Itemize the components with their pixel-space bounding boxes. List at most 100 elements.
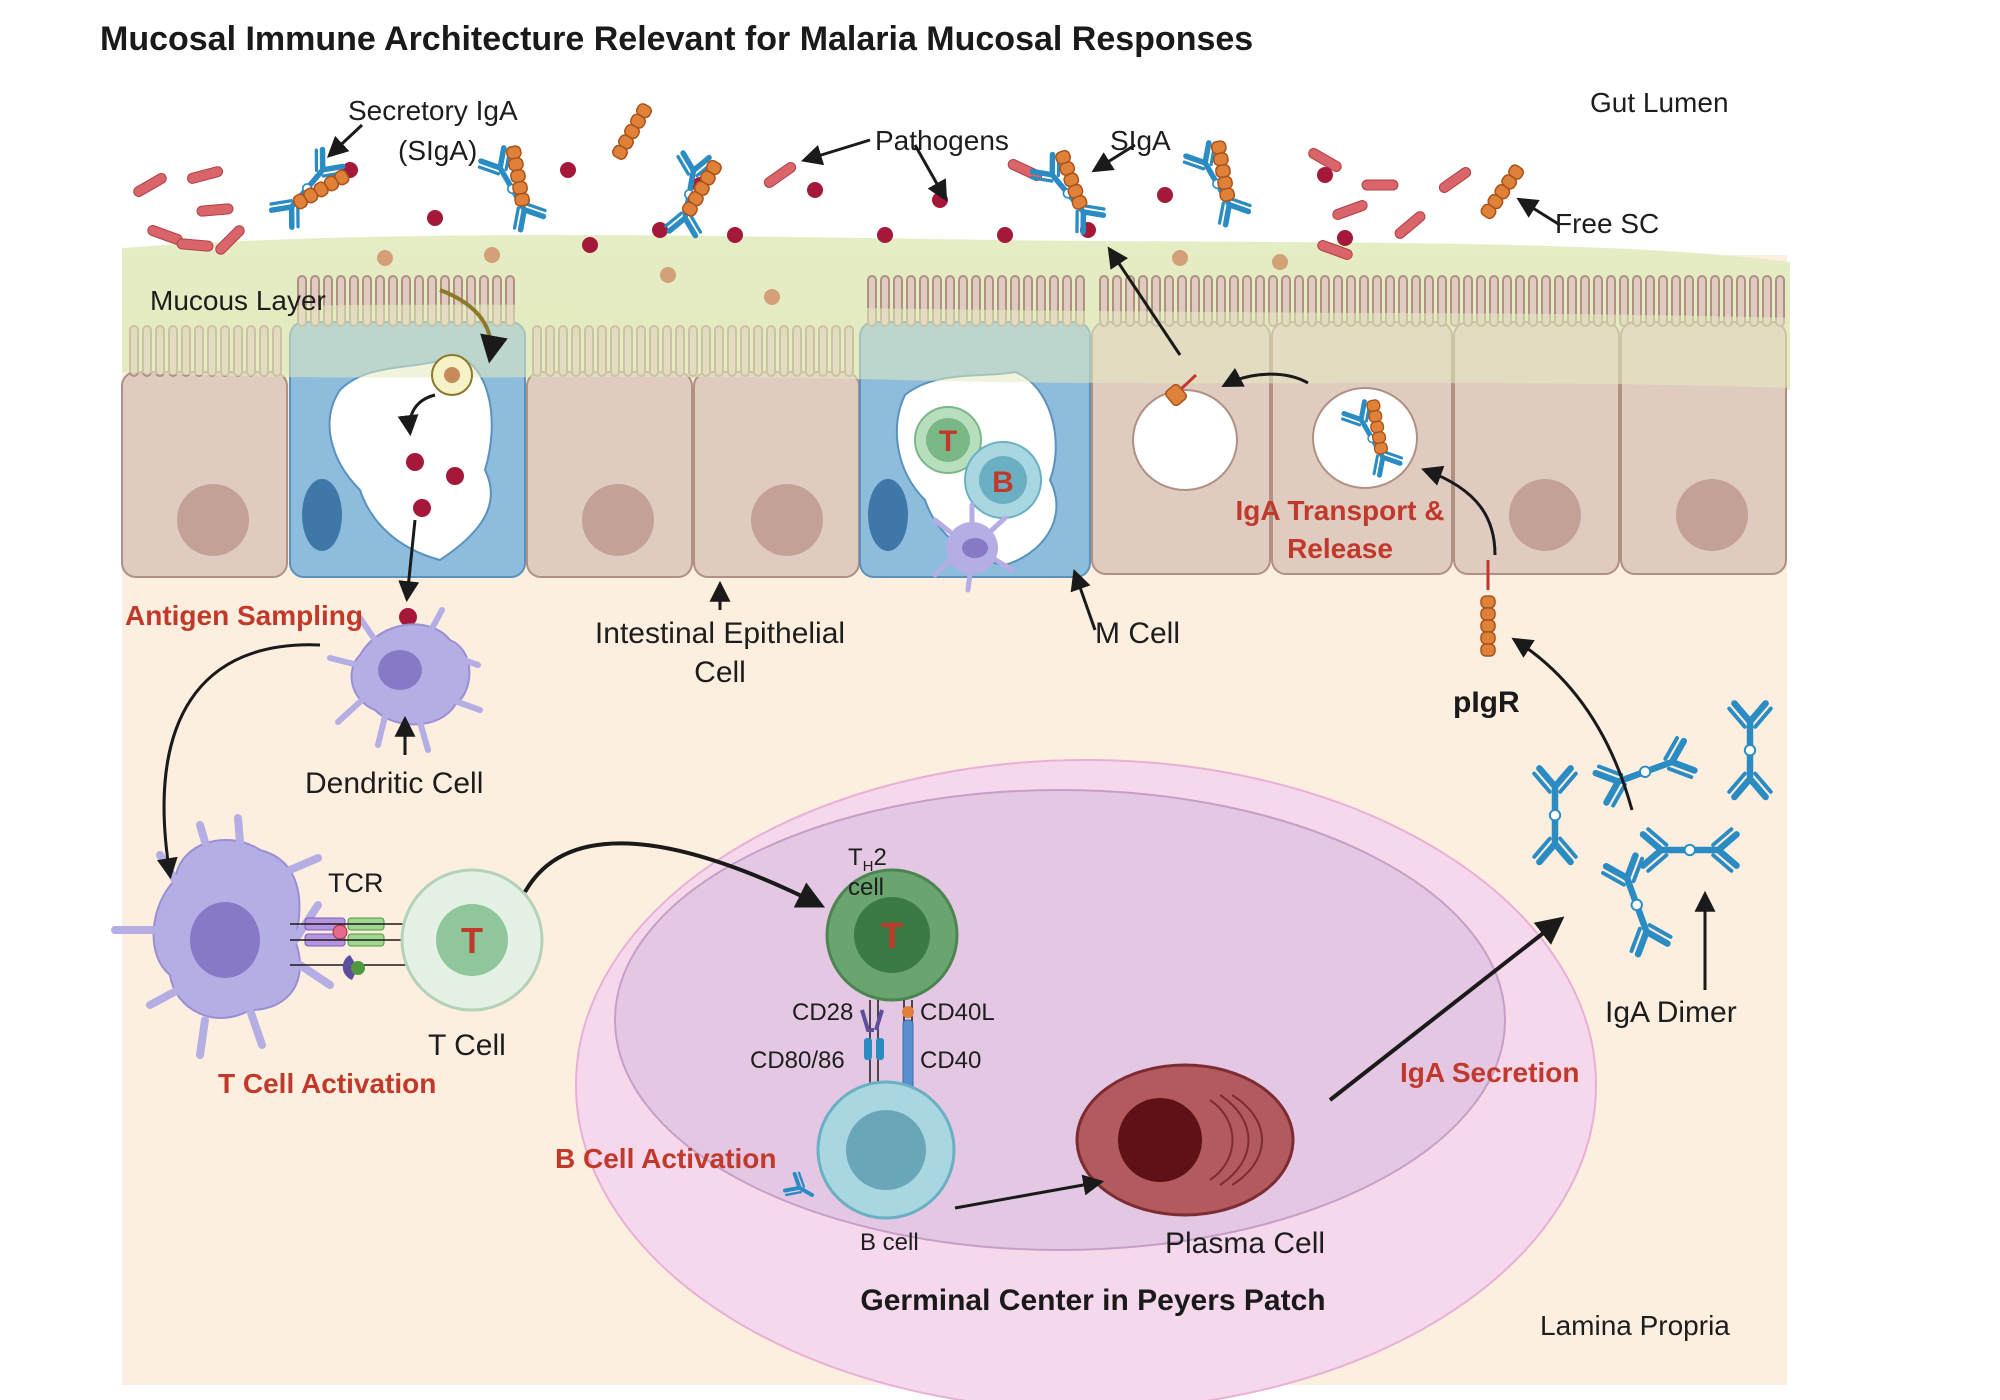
mucus-particle bbox=[660, 267, 676, 283]
siga-molecule bbox=[268, 147, 354, 237]
pathogen-dot bbox=[1317, 167, 1333, 183]
svg-text:T: T bbox=[461, 920, 483, 961]
pigr-fragment bbox=[1164, 383, 1188, 407]
gut-lumen-label: Gut Lumen bbox=[1590, 87, 1729, 118]
pathogen-rod bbox=[133, 173, 167, 197]
b-cell-label: B cell bbox=[860, 1229, 919, 1256]
pigr-receptor bbox=[1480, 560, 1496, 657]
m-cell-label: M Cell bbox=[1095, 617, 1180, 650]
t-cell: T bbox=[400, 868, 544, 1012]
mucus-particle bbox=[1272, 254, 1288, 270]
pathogen-dot bbox=[877, 227, 893, 243]
th2-cell-label: cell bbox=[848, 874, 884, 901]
pathogens-group bbox=[133, 148, 1472, 305]
tcr-label: TCR bbox=[328, 868, 384, 898]
page-title: Mucosal Immune Architecture Relevant for… bbox=[100, 20, 1253, 58]
pathogen-rod bbox=[1438, 167, 1472, 193]
mucous-layer-label: Mucous Layer bbox=[150, 285, 326, 316]
pathogen-dot bbox=[807, 182, 823, 198]
germinal-center-label: Germinal Center in Peyers Patch bbox=[860, 1284, 1325, 1317]
antigen-dot bbox=[413, 499, 431, 517]
pathogen-dot bbox=[652, 222, 668, 238]
t-cell-activation-label: T Cell Activation bbox=[218, 1068, 436, 1099]
pathogen-dot bbox=[560, 162, 576, 178]
pigr-stub bbox=[1178, 373, 1198, 392]
pathogen-rod bbox=[1332, 200, 1368, 220]
iga-transport-label-line2: Release bbox=[1287, 533, 1393, 564]
iec-label-line2: Cell bbox=[694, 656, 746, 689]
lamina-propria-label: Lamina Propria bbox=[1540, 1310, 1730, 1341]
siga-molecule bbox=[477, 140, 556, 231]
nucleus bbox=[177, 484, 249, 556]
cd40-label: CD40 bbox=[920, 1047, 981, 1074]
svg-text:B: B bbox=[992, 466, 1014, 499]
mucus-particle bbox=[484, 247, 500, 263]
pathogen-dot bbox=[727, 227, 743, 243]
m-cell-nucleus-left bbox=[302, 479, 342, 551]
pathogen-rod bbox=[1394, 211, 1426, 239]
iga-secretion-label: IgA Secretion bbox=[1400, 1057, 1579, 1088]
nucleus bbox=[751, 484, 823, 556]
pathogen-rod bbox=[1308, 148, 1342, 172]
mucous-layer-overlay bbox=[122, 304, 1790, 388]
tcr-mhc-complex bbox=[290, 917, 410, 980]
free-secretory-component bbox=[1478, 162, 1526, 222]
iga-transport-label-line1: IgA Transport & bbox=[1236, 495, 1445, 526]
nucleus bbox=[1676, 479, 1748, 551]
m-cell-nucleus-right bbox=[868, 479, 908, 551]
antigen-dot bbox=[406, 453, 424, 471]
siga-label-line2: (SIgA) bbox=[398, 135, 477, 166]
siga-molecule bbox=[665, 152, 724, 238]
siga-molecule bbox=[1029, 145, 1115, 235]
labels: Gut Lumen Mucous Layer Lamina Propria Se… bbox=[125, 87, 1737, 1341]
pathogen-rod bbox=[763, 162, 797, 188]
pathogen-dot bbox=[997, 227, 1013, 243]
cd8086-label: CD80/86 bbox=[750, 1047, 845, 1074]
arrows bbox=[156, 123, 1716, 1210]
b-cell bbox=[783, 1080, 956, 1220]
nucleus bbox=[582, 484, 654, 556]
plasma-cell bbox=[1075, 1063, 1295, 1217]
iec-label-line1: Intestinal Epithelial bbox=[595, 617, 845, 650]
b-cell-activation-label: B Cell Activation bbox=[555, 1143, 776, 1174]
mcell-t-cell: T bbox=[914, 406, 982, 474]
pathogen-rod bbox=[186, 166, 224, 184]
siga-short-label: SIgA bbox=[1110, 125, 1171, 156]
t-cell-label: T Cell bbox=[428, 1029, 506, 1062]
mcell-b-cell: B bbox=[964, 441, 1042, 519]
transcytosis-vesicle bbox=[1132, 389, 1238, 491]
th2-cell: T bbox=[825, 868, 959, 1002]
iga-dimer-label: IgA Dimer bbox=[1605, 996, 1737, 1029]
pathogen-rod bbox=[1317, 240, 1353, 260]
pathogen-rod bbox=[1361, 179, 1399, 191]
plasma-cell-label: Plasma Cell bbox=[1165, 1227, 1325, 1260]
th2-label: TH2 bbox=[848, 844, 887, 875]
pathogen-rod bbox=[196, 203, 234, 217]
pathogen-rod bbox=[176, 238, 214, 252]
mucus-particle bbox=[1172, 250, 1188, 266]
pathogen-dot bbox=[1337, 230, 1353, 246]
pathogen-dot bbox=[932, 192, 948, 208]
mucus-particle bbox=[764, 289, 780, 305]
antigen bbox=[444, 367, 460, 383]
svg-text:T: T bbox=[881, 915, 903, 956]
svg-text:T: T bbox=[939, 425, 957, 458]
cd28-label: CD28 bbox=[792, 999, 853, 1026]
nucleus bbox=[1509, 479, 1581, 551]
pathogen-rod bbox=[215, 225, 245, 255]
antigen-sampling-label: Antigen Sampling bbox=[125, 600, 363, 631]
cd40l-label: CD40L bbox=[920, 999, 995, 1026]
dendritic-cell bbox=[327, 607, 483, 753]
mucus-particle bbox=[377, 250, 393, 266]
free-sc-label: Free SC bbox=[1555, 208, 1659, 239]
dendritic-cell-label: Dendritic Cell bbox=[305, 767, 483, 800]
mcell-dendritic-cell bbox=[932, 502, 1015, 593]
pathogen-dot bbox=[582, 237, 598, 253]
pathogen-rod bbox=[1007, 159, 1043, 181]
antigen-dot bbox=[399, 608, 417, 626]
germinal-center-inner bbox=[614, 789, 1506, 1251]
pigr-label: pIgR bbox=[1453, 686, 1520, 719]
siga-label-line1: Secretory IgA bbox=[348, 95, 518, 126]
antigen-dot bbox=[446, 467, 464, 485]
